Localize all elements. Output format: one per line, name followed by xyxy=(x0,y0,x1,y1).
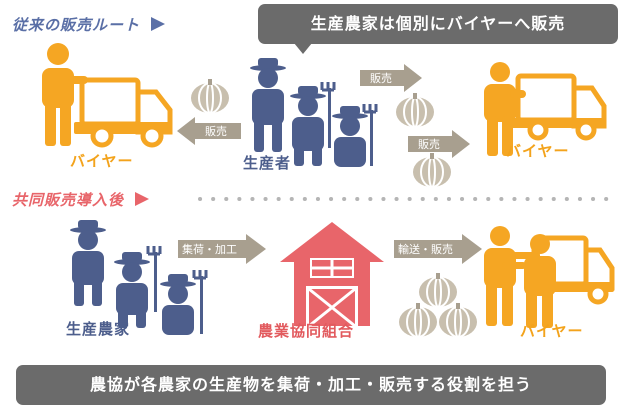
traditional-route-title: 従来の販売ルート xyxy=(12,14,166,35)
joint-sales-title: 共同販売導入後 xyxy=(12,189,150,210)
triangle-marker-icon xyxy=(151,17,166,31)
transport-sell-arrow: 輸送・販売 xyxy=(394,234,482,264)
farmers-group-icon xyxy=(250,58,378,167)
sell-arrow-right-lower-text: 販売 xyxy=(418,138,440,151)
top-producers-label: 生産者 xyxy=(243,154,292,172)
top-right-buyer-label: バイヤー xyxy=(506,142,570,160)
top-left-buyer-label: バイヤー xyxy=(70,152,134,170)
pumpkin-icon xyxy=(190,78,230,114)
sell-arrow-right-lower: 販売 xyxy=(408,130,470,158)
buyers-with-truck-icon xyxy=(484,226,615,328)
barn-icon xyxy=(280,222,384,328)
collect-process-arrow: 集荷・加工 xyxy=(178,234,266,264)
pumpkin-icon xyxy=(395,92,435,128)
farmers-group-icon xyxy=(70,220,208,335)
buyer-with-truck-icon xyxy=(42,43,173,148)
coop-label: 農業協同組合 xyxy=(258,322,355,340)
pumpkin-icon xyxy=(412,152,452,188)
sell-arrow-left: 販売 xyxy=(177,117,241,145)
pumpkin-icon xyxy=(438,302,478,338)
bottom-producers-label: 生産農家 xyxy=(66,320,131,338)
collect-process-arrow-text: 集荷・加工 xyxy=(182,242,237,256)
section-divider xyxy=(198,197,620,201)
sell-arrow-right-upper: 販売 xyxy=(360,64,422,92)
pumpkin-icon xyxy=(398,302,438,338)
buyer-with-truck-icon xyxy=(484,62,607,156)
bottom-buyer-label: バイヤー xyxy=(520,322,584,340)
bottom-summary-banner: 農協が各農家の生産物を集荷・加工・販売する役割を担う xyxy=(16,365,606,405)
sell-arrow-right-upper-text: 販売 xyxy=(370,72,392,85)
transport-sell-arrow-text: 輸送・販売 xyxy=(398,242,453,256)
traditional-route-title-text: 従来の販売ルート xyxy=(12,16,141,34)
joint-sales-title-text: 共同販売導入後 xyxy=(12,191,125,209)
top-callout-banner: 生産農家は個別にバイヤーへ販売 xyxy=(258,4,618,54)
triangle-marker-icon xyxy=(135,192,150,206)
sell-arrow-left-text: 販売 xyxy=(205,125,227,138)
